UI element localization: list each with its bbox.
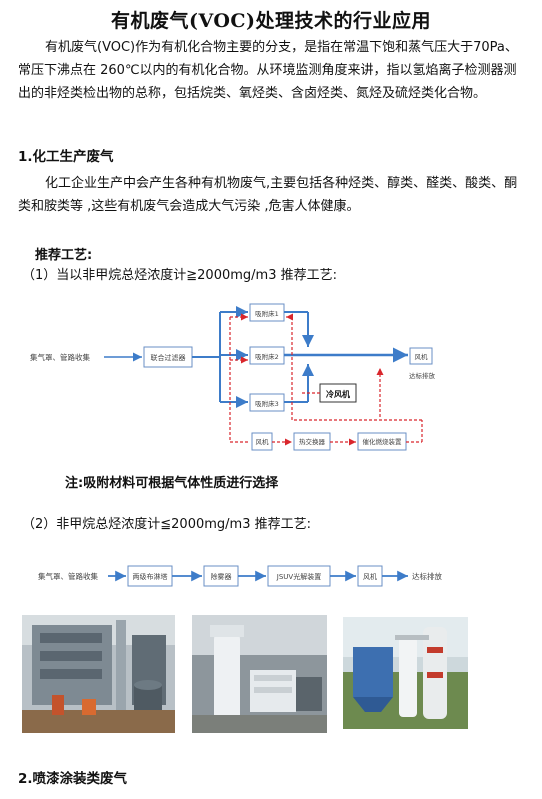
d1-exchanger: 热交换器 [299, 437, 326, 446]
d1-fan-main-box [409, 347, 433, 365]
section1-heading: 1.化工生产废气 [18, 149, 114, 165]
white-tower-unit-photo [192, 615, 327, 733]
d2-source: 集气罩、管路收集 [38, 571, 98, 581]
d1-source: 集气罩、管路收集 [30, 352, 90, 362]
process-diagram-low: 集气罩、管路收集 两级布淋塔 除雾器 JSUV光解装置 风机 达标排放 [38, 565, 442, 587]
d1-filter: 联合过滤器 [151, 353, 186, 362]
page-title: 有机废气(VOC)处理技术的行业应用 [110, 10, 432, 32]
d1-bed1: 吸附床1 [255, 309, 279, 318]
blue-baghouse-photo [343, 617, 468, 729]
section1-body: 化工企业生产中会产生各种有机物废气,主要包括各种烃类、醇类、醛类、酸类、酮类和胺… [18, 176, 518, 214]
d1-catalytic: 催化燃烧装置 [363, 437, 403, 446]
d1-bed2: 吸附床2 [255, 352, 279, 361]
d2-demister: 除雾器 [211, 572, 232, 581]
recommend-label: 推荐工艺: [35, 248, 93, 263]
process-diagram-high: 集气罩、管路收集 联合过滤器 吸附床1 吸附床2 吸附床3 风机 达标排放 冷风… [30, 303, 436, 451]
d2-uv: JSUV光解装置 [276, 572, 321, 581]
case1-label: （1）当以非甲烷总烃浓度计≧2000mg/m3 推荐工艺: [22, 268, 337, 283]
d1-cooler: 冷风机 [326, 389, 350, 399]
d1-fan-main: 风机 [415, 352, 429, 361]
d2-fan: 风机 [363, 572, 377, 581]
d2-discharge: 达标排放 [412, 571, 442, 581]
d1-bed3: 吸附床3 [255, 399, 279, 408]
d1-discharge: 达标排放 [409, 371, 436, 380]
intro-paragraph: 有机废气(VOC)作为有机化合物主要的分支，是指在常温下饱和蒸气压大于70Pa、… [18, 40, 518, 101]
section2-heading: 2.喷漆涂装类废气 [18, 771, 128, 787]
d1-fan-lower: 风机 [256, 437, 270, 446]
case2-label: （2）非甲烷总烃浓度计≦2000mg/m3 推荐工艺: [22, 517, 311, 532]
adsorbent-note: 注:吸附材料可根据气体性质进行选择 [65, 476, 279, 491]
d2-tower: 两级布淋塔 [133, 572, 168, 581]
industrial-plant-photo [22, 615, 175, 733]
